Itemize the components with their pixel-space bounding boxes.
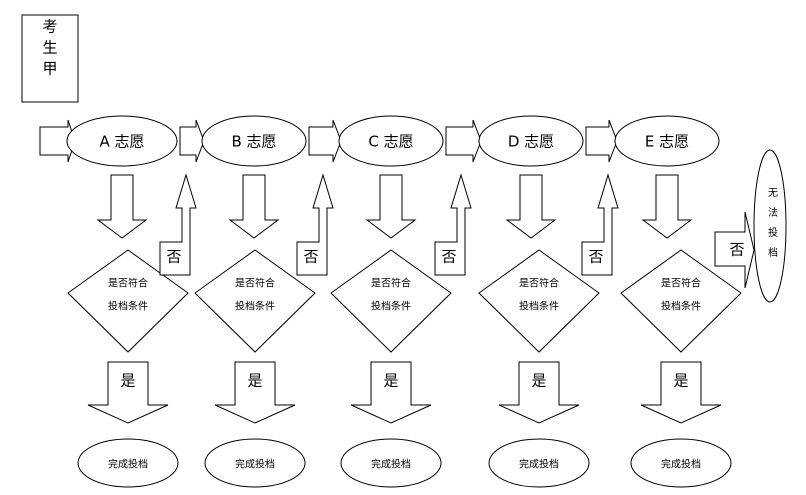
yes-label: 是 [383, 371, 399, 390]
no-label: 否 [303, 247, 319, 266]
next-choice-arrow [585, 119, 618, 163]
candidate-box [21, 14, 79, 103]
choice-oval [66, 115, 178, 167]
yes-label: 是 [120, 371, 136, 390]
yes-arrow [87, 361, 169, 424]
yes-arrow [350, 361, 432, 424]
yes-label: 是 [531, 371, 547, 390]
next-choice-arrow [445, 119, 482, 163]
result-oval [630, 438, 732, 488]
result-label: 完成投档 [661, 459, 701, 471]
choice-label: E 志愿 [644, 132, 690, 151]
no-return-arrow [434, 173, 472, 276]
decision-diamond [330, 249, 452, 353]
result-oval [488, 438, 590, 488]
down-arrow [365, 174, 417, 239]
candidate-label: 考生甲 [40, 18, 59, 82]
decision-text-line1: 是否符合 [108, 278, 148, 290]
down-arrow [96, 174, 148, 239]
yes-arrow [214, 361, 296, 424]
yes-arrow [498, 361, 580, 424]
no-label: 否 [441, 247, 457, 266]
decision-text-line2: 投档条件 [235, 301, 275, 313]
choice-label: A 志愿 [99, 132, 145, 151]
decision-text-line1: 是否符合 [519, 278, 559, 290]
decision-diamond [194, 249, 316, 353]
decision-diamond [478, 249, 600, 353]
result-label: 完成投档 [108, 459, 148, 471]
choice-label: C 志愿 [368, 132, 414, 151]
result-oval [204, 438, 306, 488]
decision-text-line2: 投档条件 [661, 301, 701, 313]
decision-text-line2: 投档条件 [371, 301, 411, 313]
choice-label: D 志愿 [507, 132, 555, 151]
final-result-oval [753, 149, 787, 303]
final-result-label: 无法投档 [765, 187, 777, 267]
final-no-label: 否 [729, 240, 745, 259]
no-return-arrow [296, 173, 334, 276]
result-label: 完成投档 [235, 459, 275, 471]
no-label: 否 [588, 247, 604, 266]
next-choice-arrow [308, 119, 342, 163]
down-arrow [228, 174, 280, 239]
choice-label: B 志愿 [231, 132, 277, 151]
yes-arrow [640, 361, 722, 424]
choice-oval [338, 115, 444, 167]
next-choice-arrow [179, 119, 205, 163]
decision-text-line2: 投档条件 [519, 301, 559, 313]
choice-oval [478, 115, 584, 167]
decision-diamond [67, 249, 189, 353]
yes-label: 是 [673, 371, 689, 390]
result-oval [77, 438, 179, 488]
down-arrow [641, 174, 693, 239]
decision-text-line2: 投档条件 [108, 301, 148, 313]
decision-diamond [620, 249, 742, 353]
decision-text-line1: 是否符合 [661, 278, 701, 290]
decision-text-line1: 是否符合 [235, 278, 275, 290]
no-return-arrow [581, 173, 619, 276]
result-label: 完成投档 [371, 459, 411, 471]
decision-text-line1: 是否符合 [371, 278, 411, 290]
choice-oval [201, 115, 307, 167]
no-label: 否 [166, 247, 182, 266]
choice-oval [614, 115, 720, 167]
down-arrow [505, 174, 557, 239]
result-oval [340, 438, 442, 488]
yes-label: 是 [247, 371, 263, 390]
final-no-arrow [714, 211, 755, 289]
no-return-arrow [159, 173, 197, 276]
result-label: 完成投档 [519, 459, 559, 471]
